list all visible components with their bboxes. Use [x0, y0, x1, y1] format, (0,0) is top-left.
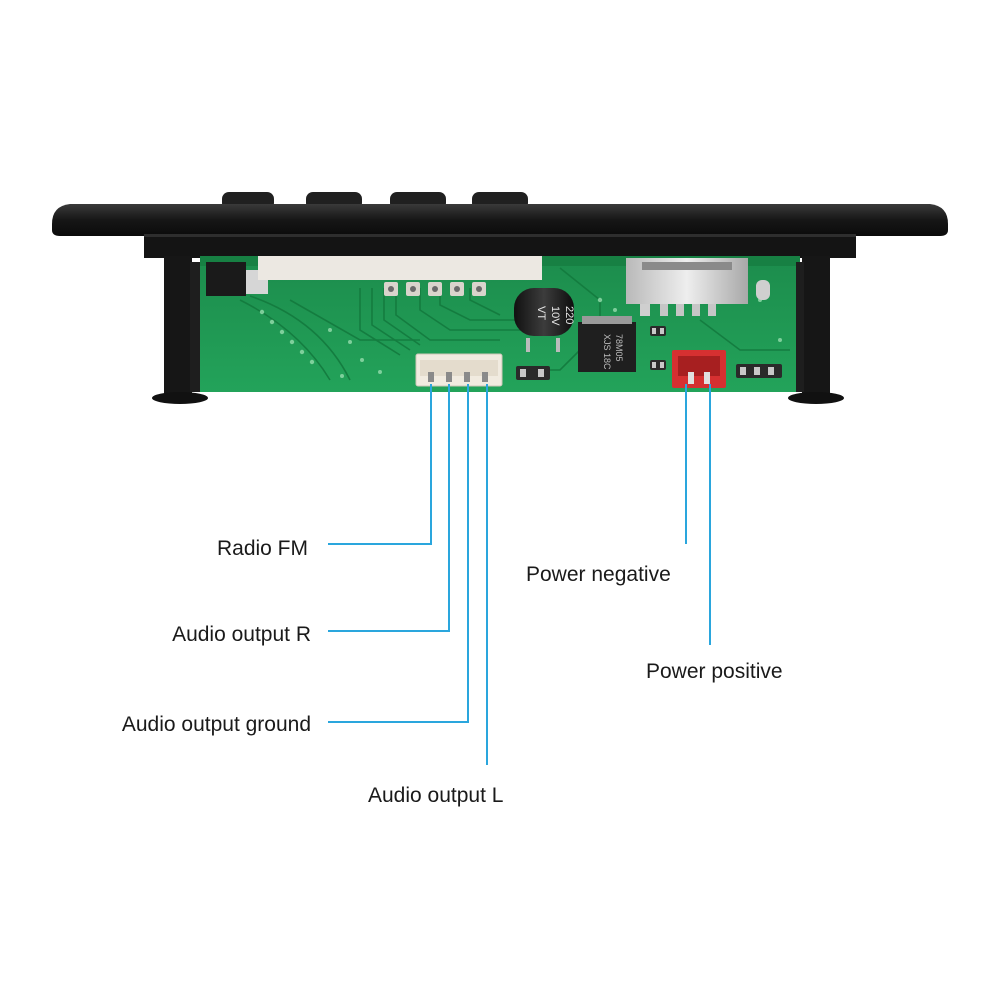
- front-bezel: [52, 204, 948, 236]
- label-power-positive: Power positive: [646, 660, 783, 683]
- capacitor-marking-2: 10V: [549, 306, 561, 326]
- mounting-clips: [152, 256, 844, 404]
- electrolytic-capacitor: 220 10V VT: [514, 288, 575, 352]
- regulator-marking-1: 78M05: [614, 334, 624, 362]
- label-audio-output-ground: Audio output ground: [121, 713, 311, 736]
- bezel-back-lip: [144, 234, 856, 258]
- audio-signal-connector: [415, 353, 503, 387]
- audio-jack: [206, 262, 246, 296]
- leader-radio-fm: [328, 384, 432, 545]
- capacitor-marking-1: 220: [563, 306, 575, 324]
- display-connector: [258, 256, 542, 280]
- leader-audio-output-ground: [328, 384, 469, 723]
- label-radio-fm: Radio FM: [216, 537, 308, 560]
- capacitor-marking-3: VT: [535, 306, 547, 320]
- usb-port: [626, 258, 770, 316]
- leader-lines: [328, 384, 711, 765]
- leader-audio-output-r: [328, 384, 450, 632]
- label-audio-output-r: Audio output R: [172, 623, 311, 646]
- pcb-board: 220 10V VT 78M05 XJS 18C: [200, 256, 800, 392]
- regulator-marking-2: XJS 18C: [602, 334, 612, 370]
- voltage-regulator: 78M05 XJS 18C: [578, 316, 636, 372]
- label-audio-output-l: Audio output L: [368, 784, 504, 807]
- power-connector: [672, 350, 726, 388]
- label-power-negative: Power negative: [526, 563, 671, 586]
